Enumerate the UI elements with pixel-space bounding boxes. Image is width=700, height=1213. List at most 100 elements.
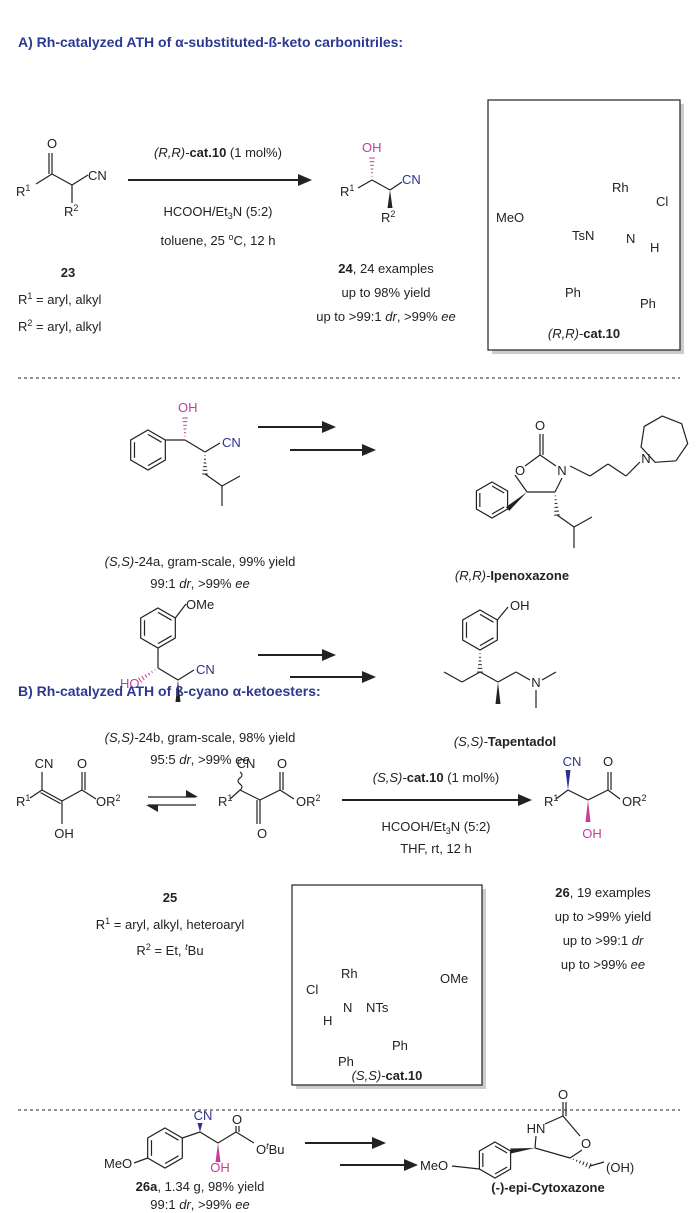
compound-id-25: 25 <box>163 890 177 905</box>
wavy-bond <box>237 771 243 791</box>
atom-label: OMe <box>186 597 214 612</box>
compound-24b-selectivity: 95:5 dr, >99% ee <box>150 752 249 767</box>
compound-24b-structure: OMe HO CN <box>120 597 215 691</box>
solvent-condition: THF, rt, 12 h <box>400 841 472 856</box>
bond <box>144 674 148 678</box>
section-b-title: B) Rh-catalyzed ATH of ß-cyano α-ketoest… <box>18 683 321 699</box>
atom-label: N <box>557 463 566 478</box>
arrow-head <box>404 1159 418 1171</box>
benzene-ring <box>130 429 166 471</box>
ketoester-structure: CN O R1 OR2 O <box>218 756 321 841</box>
bond <box>491 485 505 494</box>
product-26-caption: 26, 19 examples <box>555 885 651 900</box>
atom-label: MeO <box>104 1156 132 1171</box>
r2-definition: R2 = Et, tBu <box>136 942 203 958</box>
bond <box>35 173 53 185</box>
atom-label: O <box>581 1136 591 1151</box>
atom-label: N <box>531 675 540 690</box>
atom-label: OH <box>362 140 382 155</box>
bond <box>496 606 509 621</box>
compound-26a-selectivity: 99:1 dr, >99% ee <box>150 1197 249 1212</box>
product-26-dr: up to >99:1 dr <box>563 933 644 948</box>
atom-label: O <box>257 826 267 841</box>
bond <box>157 611 172 621</box>
bond <box>524 454 541 467</box>
bond <box>164 1131 179 1141</box>
bond <box>41 789 63 802</box>
atom-label: Cl <box>656 194 668 209</box>
atom-label: H <box>323 1013 332 1028</box>
compound-26a-structure: CN O OH OtBu MeO <box>104 1108 285 1175</box>
catalyst-label: (S,S)-cat.10 <box>352 1068 423 1083</box>
bond <box>147 672 151 676</box>
bond <box>573 516 593 528</box>
r1-definition: R1 = aryl, alkyl <box>18 291 102 307</box>
benzene-ring <box>462 609 498 651</box>
atom-label: CN <box>88 168 107 183</box>
bond <box>514 474 528 493</box>
atom-label: OH <box>510 598 530 613</box>
product-24-yield: up to 98% yield <box>342 285 431 300</box>
bond <box>29 789 43 799</box>
atom-label: OH <box>54 826 74 841</box>
wedge-bond <box>197 1123 203 1132</box>
bond <box>491 506 505 515</box>
atom-label: O <box>515 463 525 478</box>
bond <box>575 1159 578 1162</box>
arrow-head <box>322 421 336 433</box>
ring <box>640 415 689 463</box>
bond <box>569 1149 583 1159</box>
arrow-head <box>186 790 198 797</box>
atom-label: R1 <box>16 183 30 199</box>
bond <box>229 789 241 800</box>
bond <box>371 179 391 191</box>
atom-label: O <box>558 1087 568 1102</box>
arrow-head <box>362 444 376 456</box>
reagent-condition: HCOOH/Et3N (5:2) <box>163 204 272 221</box>
atom-label: CN <box>222 435 241 450</box>
atom-label: O <box>77 756 87 771</box>
atom-label: Ph <box>640 296 656 311</box>
atom-label: OR2 <box>296 793 321 809</box>
atom-label: OR2 <box>622 793 647 809</box>
bond <box>556 514 575 528</box>
atom-label: Rh <box>612 180 629 195</box>
atom-label: O <box>232 1112 242 1127</box>
r1-definition: R1 = aryl, alkyl, heteroaryl <box>96 916 245 932</box>
bond <box>534 1147 571 1159</box>
atom-label: HN <box>527 1121 546 1136</box>
atom-label: CN <box>194 1108 213 1123</box>
catalyst-box-ss: Rh Cl OMe NTs N H Ph Ph (S,S)-cat.10 <box>291 884 486 1089</box>
bond <box>625 461 641 477</box>
compound-24a-selectivity: 99:1 dr, >99% ee <box>150 576 249 591</box>
bond <box>51 173 73 186</box>
compound-24b-caption: (S,S)-24b, gram-scale, 98% yield <box>105 730 296 745</box>
catalyst-box-rr: MeO Rh Cl TsN N H Ph Ph (R,R)-cat.10 <box>487 99 684 354</box>
benzene-ring <box>140 607 176 649</box>
bond <box>451 1165 480 1170</box>
bond <box>607 789 621 800</box>
ipenoxazone-structure: O O N N <box>515 418 651 478</box>
atom-label: O <box>277 756 287 771</box>
bond <box>157 667 179 681</box>
wedge-bond <box>387 190 393 208</box>
bond <box>479 637 494 647</box>
atom-label: O <box>535 418 545 433</box>
benzene-ring <box>147 1127 183 1169</box>
bond <box>541 671 557 681</box>
tapentadol-structure: OH N <box>510 598 541 690</box>
bond <box>40 792 61 805</box>
product-24-caption: 24, 24 examples <box>338 261 434 276</box>
wedge-bond <box>510 1148 535 1154</box>
bond <box>534 1135 537 1149</box>
bond <box>494 1166 508 1175</box>
atom-label: CN <box>563 754 582 769</box>
bond <box>133 1157 148 1164</box>
bond <box>174 603 187 619</box>
atom-label: R2 <box>64 203 78 219</box>
bond <box>182 1131 201 1139</box>
bond <box>585 1162 588 1168</box>
bond <box>147 457 162 467</box>
bond <box>461 671 481 683</box>
atom-label: OH <box>582 826 602 841</box>
